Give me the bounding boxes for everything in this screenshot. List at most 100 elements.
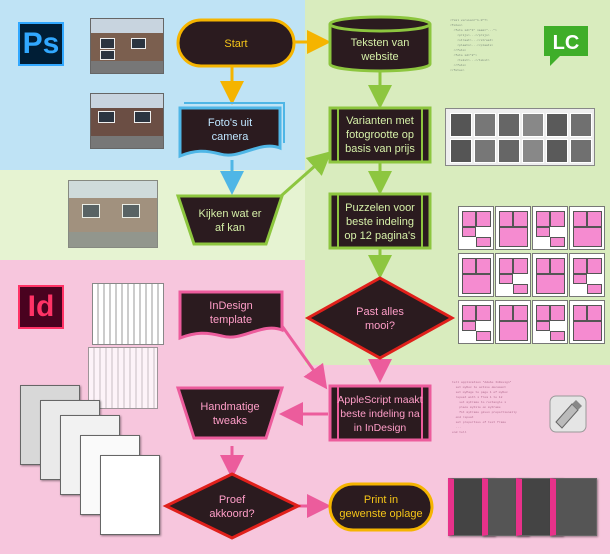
start-node <box>176 18 296 68</box>
puzzelen-node: Puzzelen voor beste indeling op 12 pagin… <box>328 192 432 250</box>
variant-thumbnail <box>498 139 520 163</box>
layout-photo-slot <box>536 227 550 237</box>
variant-thumbnail <box>450 139 472 163</box>
layout-photo-slot <box>476 211 491 227</box>
layout-photo-slot <box>587 305 602 321</box>
layout-photo-slot <box>587 211 602 227</box>
variant-thumbnail <box>474 139 496 163</box>
tweaks-node: Handmatige tweaks <box>175 386 285 440</box>
fotos-label-2: camera <box>212 131 250 143</box>
layout-page-thumbnail <box>458 300 494 344</box>
template-node: InDesign template <box>178 290 284 341</box>
past-node: Past alles mooi? <box>304 276 456 360</box>
layout-photo-slot <box>462 305 476 321</box>
house-photo-faded <box>68 180 158 248</box>
variant-thumbnail <box>474 113 496 137</box>
layout-photo-slot <box>587 258 602 274</box>
layout-photo-slot <box>550 211 565 227</box>
print-node <box>328 482 434 532</box>
layout-photo-slot <box>573 274 587 284</box>
applescript-label-1: AppleScript maakt <box>337 394 422 406</box>
applescript-code-snippet: tell application "Adobe InDesign" set my… <box>452 381 517 434</box>
layout-photo-slot <box>536 321 550 331</box>
layout-photo-slot <box>499 227 528 247</box>
fotos-label-1: Foto's uit <box>208 117 252 129</box>
varianten-label-2: fotogrootte op <box>346 129 414 141</box>
print-label-2: gewenste oplage <box>339 508 422 520</box>
layout-photo-slot <box>462 321 476 331</box>
kijken-node: Kijken wat er af kan <box>175 194 285 246</box>
puzzelen-label-3: op 12 pagina's <box>344 230 416 242</box>
layout-photo-slot <box>476 258 491 274</box>
template-label-2: template <box>210 314 252 326</box>
layout-photo-slot <box>573 227 602 247</box>
layout-photo-slot <box>513 211 528 227</box>
template-pages-thumbnail <box>92 283 164 345</box>
proef-label-2: akkoord? <box>209 508 254 520</box>
start-label: Start <box>224 38 247 50</box>
fotos-node: Foto's uit camera <box>178 102 285 159</box>
varianten-node: Varianten met fotogrootte op basis van p… <box>328 106 432 164</box>
print-label-1: Print in <box>364 494 398 506</box>
layout-photo-slot <box>536 274 565 294</box>
layout-photo-slot <box>550 331 565 341</box>
layout-photo-slot <box>499 321 528 341</box>
variant-thumbnail <box>522 113 544 137</box>
layout-photo-slot <box>573 258 587 274</box>
layout-photo-slot <box>513 305 528 321</box>
layout-photo-slot <box>462 211 476 227</box>
applescript-editor-icon <box>549 395 587 433</box>
xml-code-snippet: <?xml version="1.0"?> <fotos> <foto id="… <box>450 19 497 72</box>
layout-photo-slot <box>513 284 528 294</box>
proef-label-1: Proef <box>219 494 246 506</box>
layout-page-thumbnail <box>458 206 494 250</box>
layout-page-thumbnail <box>495 300 531 344</box>
tweaks-label-2: tweaks <box>213 415 248 427</box>
layout-page-thumbnail <box>569 300 605 344</box>
arrow-kijken-varianten <box>280 151 332 198</box>
house-photo-1 <box>90 18 164 74</box>
layout-photo-slot <box>573 305 587 321</box>
indesign-logo: Id <box>18 285 64 329</box>
layout-photo-slot <box>550 237 565 247</box>
layout-photo-slot <box>536 258 550 274</box>
applescript-node: AppleScript maakt beste indeling na in I… <box>328 384 432 442</box>
layout-photo-slot <box>476 331 491 341</box>
layout-photo-slot <box>550 258 565 274</box>
layout-photo-slot <box>536 305 550 321</box>
layout-photo-slot <box>476 237 491 247</box>
layout-photo-slot <box>499 305 513 321</box>
teksten-node: Teksten van website <box>328 15 432 73</box>
layout-photo-slot <box>573 211 587 227</box>
tweaks-label-1: Handmatige <box>200 401 259 413</box>
photoshop-logo: Ps <box>18 22 64 66</box>
layout-page-thumbnail <box>458 253 494 297</box>
past-label-1: Past alles <box>356 306 404 318</box>
magazine-stack-page <box>100 455 160 535</box>
layout-photo-slot <box>462 274 491 294</box>
layout-photo-slot <box>499 258 513 274</box>
layout-page-thumbnail <box>495 253 531 297</box>
layout-photo-slot <box>550 305 565 321</box>
applescript-label-3: in InDesign <box>354 422 407 434</box>
varianten-label-1: Varianten met <box>346 115 414 127</box>
layout-page-thumbnail <box>495 206 531 250</box>
layout-photo-slot <box>462 227 476 237</box>
layout-page-thumbnail <box>532 300 568 344</box>
house-photo-2 <box>90 93 164 149</box>
past-label-2: mooi? <box>365 320 395 332</box>
variant-thumbnail <box>522 139 544 163</box>
template-label-1: InDesign <box>209 300 252 312</box>
layout-page-thumbnail <box>569 206 605 250</box>
puzzelen-label-2: beste indeling <box>346 216 414 228</box>
variant-thumbnail <box>570 139 592 163</box>
livecode-logo: LC <box>544 26 588 66</box>
puzzelen-label-1: Puzzelen voor <box>345 202 415 214</box>
layout-page-thumbnail <box>569 253 605 297</box>
template-pages-faded <box>88 347 158 409</box>
variant-thumbnail <box>498 113 520 137</box>
variant-thumbnail <box>450 113 472 137</box>
teksten-label-2: website <box>360 51 398 63</box>
variant-thumbnail <box>546 139 568 163</box>
